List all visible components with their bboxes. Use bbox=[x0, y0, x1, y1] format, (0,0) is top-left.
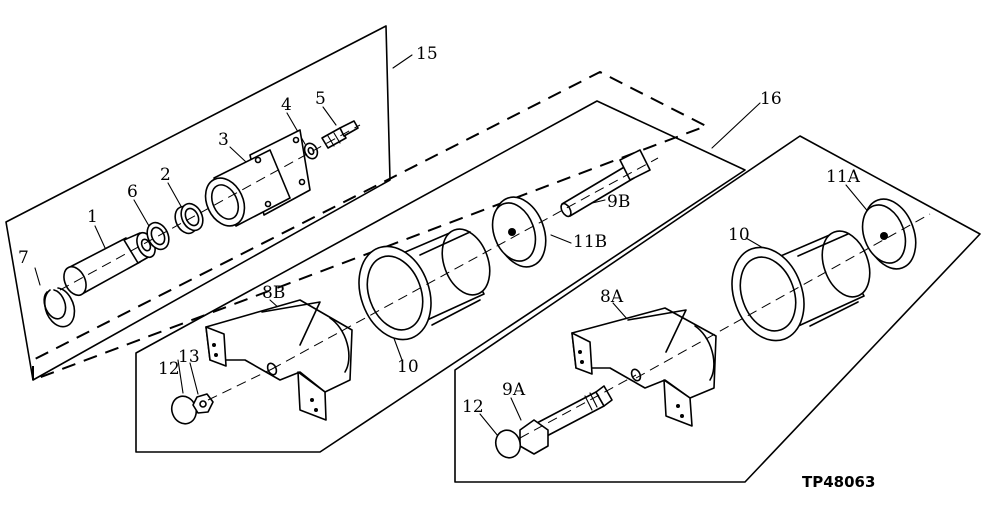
callout-6: 6 bbox=[127, 182, 138, 202]
panel-a-assembly-outline bbox=[454, 135, 981, 483]
part-11a-end-cap bbox=[861, 198, 917, 270]
callout-12-right: 12 bbox=[462, 397, 484, 417]
callout-7: 7 bbox=[18, 248, 29, 268]
part-8a-bracket bbox=[571, 307, 717, 427]
callout-8b: 8B bbox=[262, 283, 285, 303]
callout-12-left: 12 bbox=[158, 359, 180, 379]
callout-2: 2 bbox=[160, 165, 171, 185]
part-7-snap-ring bbox=[43, 287, 76, 328]
callout-labels: 15 16 7 1 6 2 3 4 5 8B 12 13 10 11B 9B 8… bbox=[18, 44, 861, 417]
panel-16-assembly-outline bbox=[135, 100, 746, 453]
assembly-axis-lines bbox=[59, 124, 931, 439]
part-13-nut bbox=[192, 393, 214, 414]
callout-9a: 9A bbox=[502, 380, 526, 400]
part-9b-bolt bbox=[560, 149, 651, 218]
part-5-grease-fitting bbox=[321, 120, 359, 149]
part-12-plug-right bbox=[494, 429, 522, 459]
callout-11a: 11A bbox=[826, 167, 861, 187]
part-4-washer bbox=[303, 142, 319, 160]
callout-10-right: 10 bbox=[728, 225, 750, 245]
part-10-roller-right bbox=[731, 230, 871, 342]
callout-1: 1 bbox=[87, 207, 98, 227]
callout-16: 16 bbox=[760, 89, 782, 109]
part-10-roller-left bbox=[358, 228, 491, 341]
panel-16-dashed-outline bbox=[32, 70, 709, 382]
panel-15-kit-outline bbox=[5, 25, 391, 381]
part-8b-bracket bbox=[205, 299, 353, 421]
callout-11b: 11B bbox=[573, 232, 607, 252]
part-9a-bolt bbox=[519, 385, 613, 455]
callout-5: 5 bbox=[315, 89, 326, 109]
figure-reference-code: TP48063 bbox=[802, 473, 875, 491]
callout-4: 4 bbox=[281, 95, 292, 115]
part-11b-end-cap bbox=[491, 196, 547, 268]
part-1-shaft bbox=[63, 231, 156, 297]
callout-9b: 9B bbox=[607, 192, 630, 212]
callout-3: 3 bbox=[218, 130, 229, 150]
callout-8a: 8A bbox=[600, 287, 624, 307]
part-3-flanged-housing bbox=[204, 129, 311, 227]
callout-10-left: 10 bbox=[397, 357, 419, 377]
callout-15: 15 bbox=[416, 44, 438, 64]
callout-13: 13 bbox=[178, 347, 200, 367]
